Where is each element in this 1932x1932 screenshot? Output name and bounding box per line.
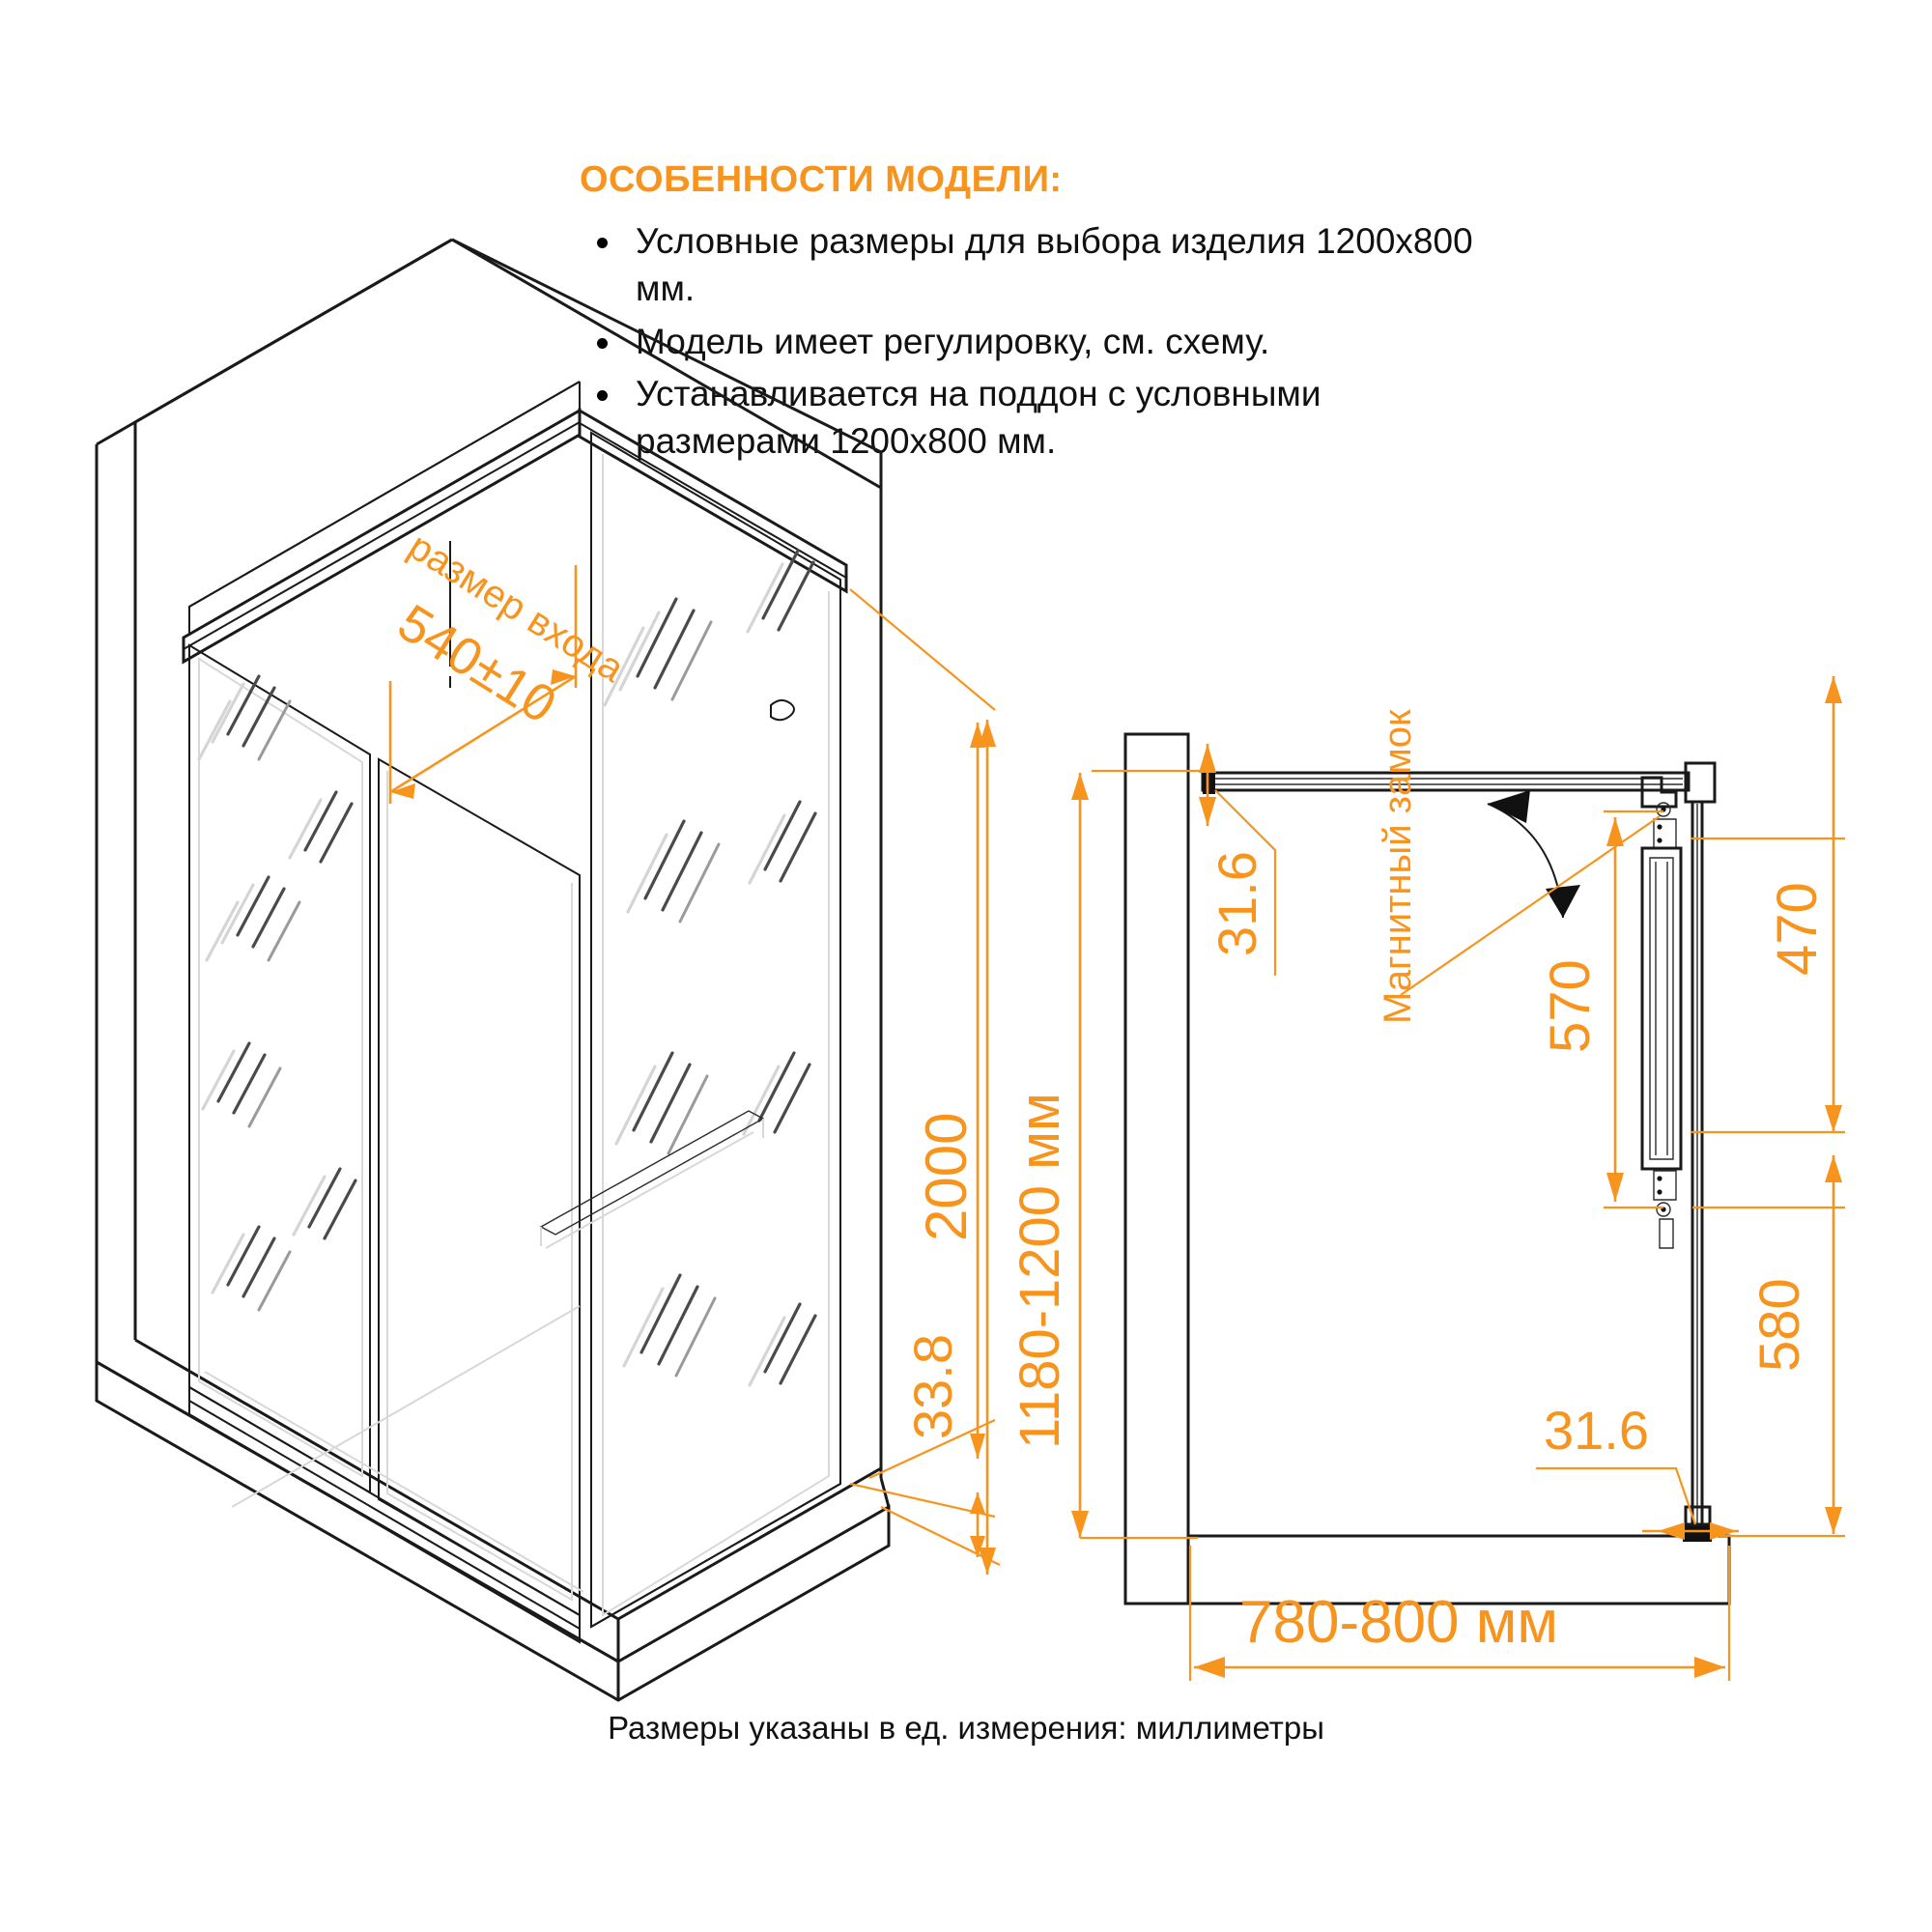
glass-panel-left: [188, 643, 371, 1494]
feature-text: Условные размеры для выбора изделия 1200…: [636, 221, 1473, 308]
dim-height-2000-label: 2000: [914, 1113, 979, 1241]
door-swing-arrows: [1487, 790, 1580, 919]
enclosure-frame-outline: [95, 238, 891, 1663]
dim-total-height: [979, 720, 996, 1575]
dim-width-780-800: [1188, 1546, 1731, 1681]
glass-reflection-hatch: [197, 674, 357, 1312]
dim-panel-470: [1690, 676, 1845, 1134]
door-handle: [539, 1110, 765, 1249]
plan-hinge-top: [1640, 776, 1678, 849]
dim-width-label: 780-800 мм: [1239, 1589, 1558, 1656]
dim-panel-470-label: 470: [1766, 882, 1829, 976]
isometric-shower-enclosure: [95, 238, 891, 1702]
feature-text: Модель имеет регулировку, см. схему.: [636, 321, 1270, 361]
bullet-icon: [597, 337, 608, 349]
dim-sill-label: 33.8: [902, 1334, 963, 1439]
bullet-icon: [597, 238, 608, 248]
plan-view: Магнитный замок: [1123, 709, 1731, 1605]
bottom-threshold-rail: [188, 1385, 841, 1644]
bullet-icon: [597, 390, 608, 402]
plan-swing-door-panel: [1640, 846, 1683, 1171]
model-features-block: ОСОБЕННОСТИ МОДЕЛИ: Условные размеры для…: [580, 159, 1488, 471]
list-item: Условные размеры для выбора изделия 1200…: [580, 218, 1488, 313]
dim-profile-bottom-label: 31.6: [1544, 1400, 1649, 1461]
iso-dimensions: размер входа 540±10 2000 33.8: [388, 525, 1071, 1575]
glass-panel-right: [539, 431, 841, 1629]
dim-total-height-label: 1180-1200 мм: [1009, 1093, 1071, 1449]
dim-profile-top-label: 31.6: [1207, 851, 1267, 956]
dim-entrance-width: [388, 565, 578, 804]
dim-profile-bottom: [1536, 1466, 1739, 1540]
dim-door-open-570: [1604, 810, 1663, 1209]
dim-sill-33-8: [970, 1492, 985, 1557]
tray-floor-lines: [204, 1305, 584, 1593]
plan-fixed-panel-top: [1201, 771, 1690, 794]
dim-plan-left-bracket: [1071, 773, 1198, 1540]
features-title: ОСОБЕННОСТИ МОДЕЛИ:: [580, 159, 1063, 200]
plan-dimensions: 31.6 570: [1071, 676, 1845, 1681]
plan-hinge-bottom: [1653, 1170, 1677, 1249]
plan-right-post: [1684, 761, 1717, 1538]
feature-text: Устанавливается на поддон с условными ра…: [636, 374, 1321, 462]
magnet-lock-label-line1: Магнитный замок: [1377, 709, 1419, 1024]
measurement-units-note: Размеры указаны в ед. измерения: миллиме…: [608, 1710, 1324, 1746]
list-item: Устанавливается на поддон с условными ра…: [580, 371, 1488, 466]
dim-profile-top: [1092, 744, 1277, 976]
list-item: Модель имеет регулировку, см. схему.: [580, 319, 1488, 366]
dim-panel-580: [1692, 1155, 1845, 1538]
dim-panel-580-label: 580: [1748, 1278, 1811, 1372]
dim-door-open-label: 570: [1539, 959, 1602, 1053]
glass-reflection-hatch-right: [603, 549, 817, 1387]
dim-height-2000: [970, 723, 985, 1459]
top-rail-assembly: [182, 381, 848, 722]
features-list: Условные размеры для выбора изделия 1200…: [580, 218, 1488, 466]
